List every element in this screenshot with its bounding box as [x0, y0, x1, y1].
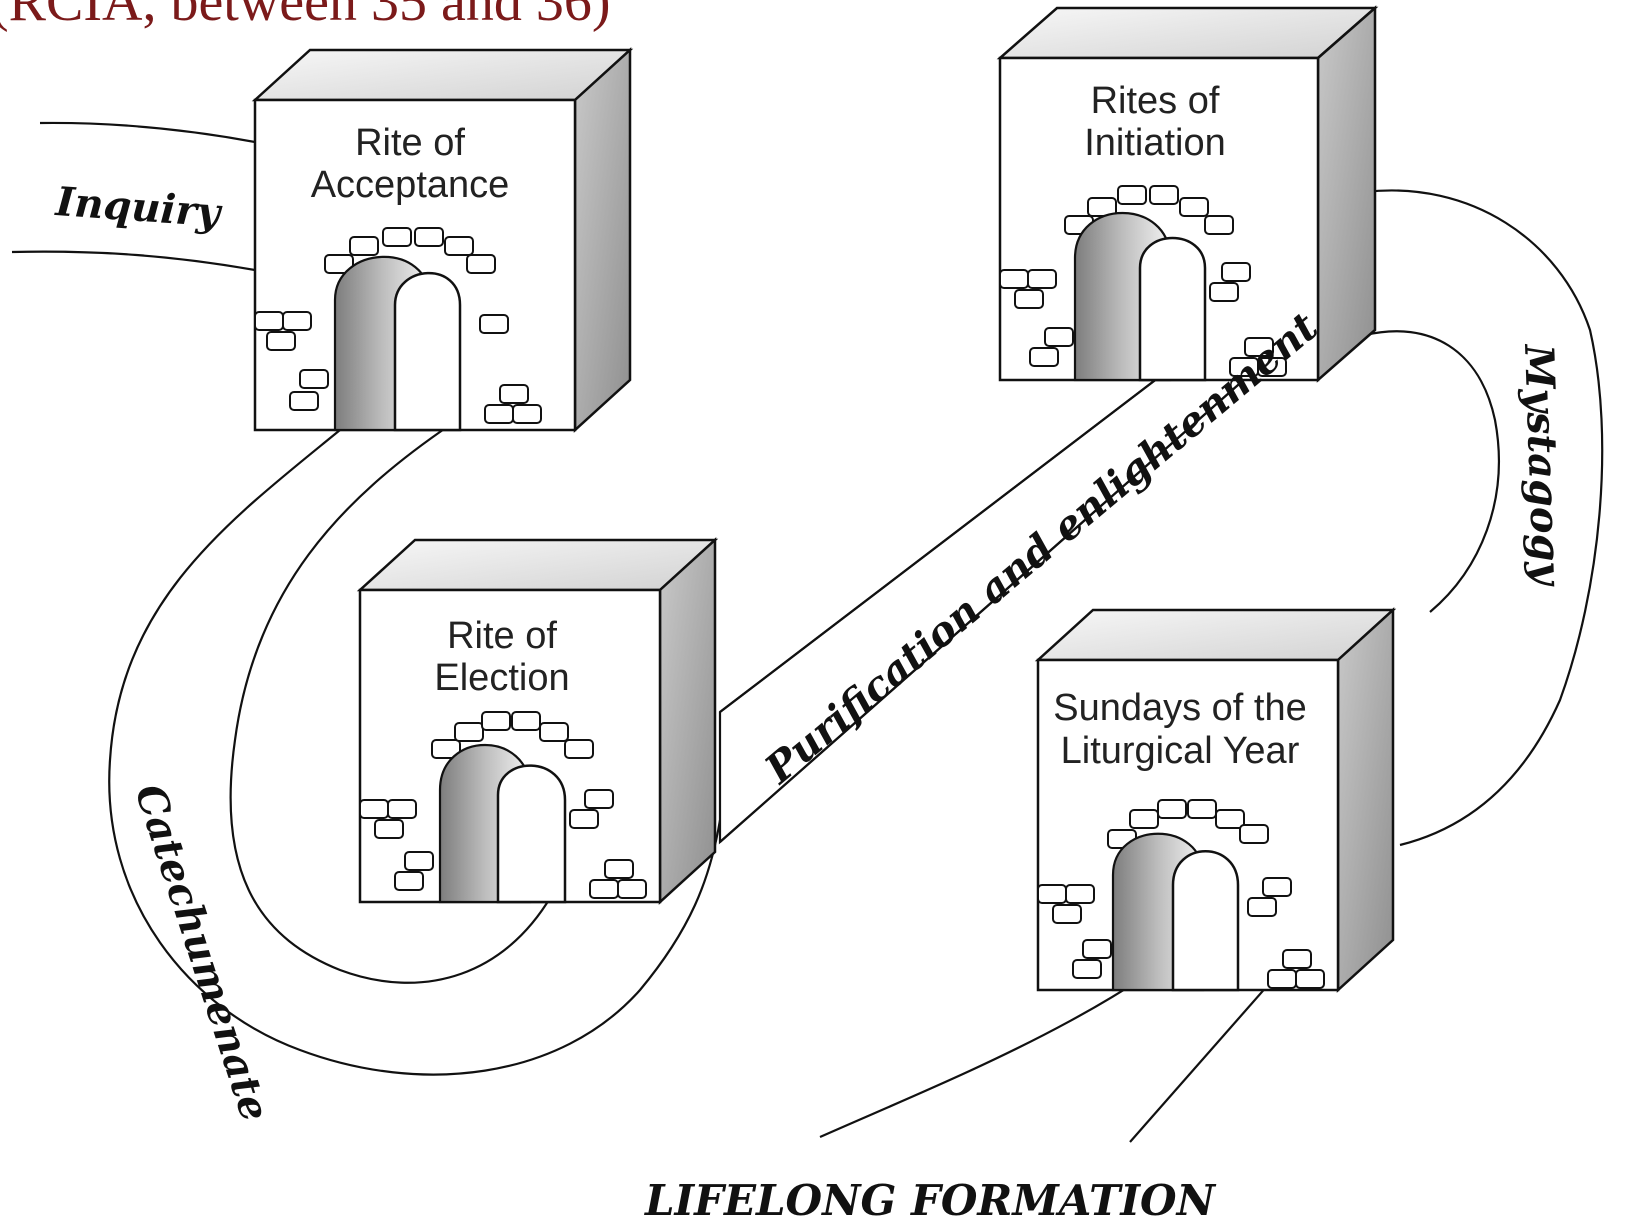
building-sundays-of-liturgical-year: Sundays of the Liturgical Year	[1034, 607, 1397, 993]
mystagogy-road	[1364, 189, 1604, 847]
arch-bricks	[254, 227, 542, 424]
building-label-line-2: Liturgical Year	[1061, 730, 1300, 772]
inquiry-road	[11, 121, 256, 272]
building-label-line-1: Rite of	[447, 615, 557, 657]
arch-bricks	[999, 185, 1287, 377]
building-label-line-1: Rite of	[355, 122, 465, 164]
building-label-line-2: Acceptance	[311, 164, 510, 206]
lifelong-formation-label: LIFELONG FORMATION	[644, 1176, 1217, 1221]
catechumenate-label: Catechumenate	[125, 779, 278, 1127]
mystagogy-label: Mystagogy	[1515, 342, 1571, 589]
inquiry-label: Inquiry	[53, 178, 224, 237]
building-rite-of-election: Rite of Election	[356, 537, 719, 905]
building-label-line-2: Election	[434, 657, 569, 699]
header-caption: (RCIA, between 35 and 36)	[0, 0, 611, 33]
building-rites-of-initiation: Rites of Initiation	[996, 5, 1379, 383]
building-label-line-1: Rites of	[1091, 80, 1220, 122]
building-label-line-1: Sundays of the	[1053, 687, 1307, 729]
arch-bricks	[1037, 799, 1325, 989]
catechumenate-road	[108, 424, 722, 1076]
arch-bricks	[359, 711, 647, 899]
building-rite-of-acceptance: Rite of Acceptance	[251, 47, 634, 433]
building-label-line-2: Initiation	[1084, 122, 1226, 164]
